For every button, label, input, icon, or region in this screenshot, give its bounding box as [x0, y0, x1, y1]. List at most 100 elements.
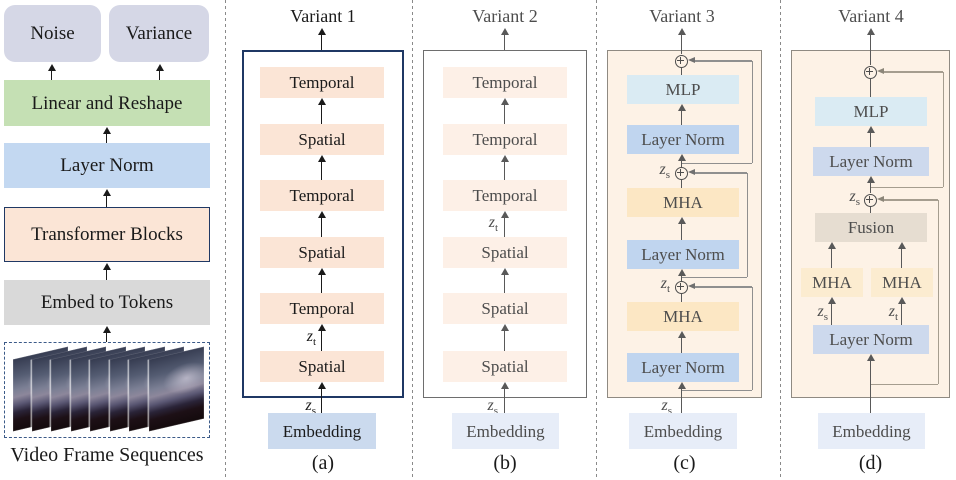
- variant4-title: Variant 4: [838, 6, 904, 26]
- residual-line: [681, 277, 747, 279]
- residual-line: [938, 200, 940, 384]
- dashed-separator: [780, 0, 782, 480]
- z-var: z: [849, 188, 856, 205]
- v2-block-spatial: Spatial: [443, 351, 567, 382]
- arrow-up-icon: [316, 381, 328, 413]
- z-var: z: [661, 397, 668, 414]
- plus-circle-icon: [674, 280, 688, 294]
- arrow-up-icon: [316, 27, 328, 50]
- z-sub: t: [894, 311, 898, 324]
- zt-label: zt: [276, 328, 316, 348]
- z-sub: s: [493, 405, 498, 418]
- zs-label: zs: [458, 397, 498, 417]
- arrow-up-icon: [826, 297, 838, 325]
- noise-block: Noise: [4, 5, 101, 62]
- residual-line: [747, 173, 749, 277]
- variance-block: Variance: [109, 5, 209, 62]
- z-var: z: [817, 303, 824, 320]
- arrow-up-icon: [101, 262, 113, 280]
- z-sub: t: [666, 283, 670, 296]
- v4-mha-temporal-block: MHA: [871, 268, 933, 297]
- residual-line: [681, 390, 752, 392]
- z-sub: s: [667, 405, 672, 418]
- v2-block-spatial: Spatial: [443, 293, 567, 324]
- arrow-up-icon: [46, 63, 58, 80]
- v4-fusion-block: Fusion: [815, 213, 927, 242]
- z-var: z: [659, 161, 666, 178]
- v1-block-spatial: Spatial: [260, 237, 384, 268]
- v4-embedding-block: Embedding: [818, 413, 925, 449]
- v1-block-temporal: Temporal: [260, 180, 384, 211]
- v3-mha-block: MHA: [627, 188, 739, 217]
- arrow-up-icon: [676, 331, 688, 353]
- arrow-up-icon: [896, 297, 908, 325]
- layer-norm-block-left: Layer Norm: [4, 143, 210, 188]
- arrow-left-icon: [877, 67, 943, 75]
- v2-caption: (b): [493, 452, 517, 474]
- arrow-up-icon: [865, 27, 877, 65]
- v1-block-temporal: Temporal: [260, 67, 384, 98]
- residual-line: [870, 384, 938, 386]
- arrow-up-icon: [101, 188, 113, 207]
- z-sub: t: [494, 222, 498, 235]
- zs-label: zs: [632, 397, 672, 417]
- v4-caption: (d): [858, 452, 883, 474]
- arrow-up-icon: [896, 242, 908, 268]
- zt-label: zt: [858, 303, 898, 323]
- plus-circle-icon: [863, 193, 877, 207]
- v1-embedding-block: Embedding: [268, 413, 376, 449]
- zs-label: zs: [630, 161, 670, 181]
- v3-embedding-block: Embedding: [629, 413, 737, 449]
- transformer-blocks-block: Transformer Blocks: [4, 207, 210, 262]
- arrow-left-icon: [877, 195, 938, 203]
- zs-label: zs: [788, 303, 828, 323]
- arrow-left-icon: [688, 56, 752, 64]
- arrow-up-icon: [499, 97, 511, 124]
- z-var: z: [487, 397, 494, 414]
- z-var: z: [488, 214, 495, 231]
- connector-line: [681, 180, 683, 188]
- arrow-up-icon: [826, 242, 838, 268]
- connector-line: [681, 294, 683, 302]
- z-sub: s: [665, 169, 670, 182]
- variant1-box: [242, 50, 404, 398]
- video-frames-box: [4, 342, 210, 438]
- zs-label: zs: [276, 397, 316, 417]
- arrow-up-icon: [316, 323, 328, 351]
- z-var: z: [888, 303, 895, 320]
- video-frame: [149, 346, 204, 432]
- arrow-up-icon: [499, 381, 511, 413]
- v2-embedding-block: Embedding: [452, 413, 559, 449]
- z-var: z: [306, 328, 313, 345]
- v2-block-temporal: Temporal: [443, 124, 567, 155]
- arrow-up-icon: [676, 103, 688, 125]
- arrow-up-icon: [154, 63, 166, 80]
- connector-line: [870, 79, 872, 97]
- linear-reshape-block: Linear and Reshape: [4, 80, 210, 126]
- connector-line: [870, 207, 872, 213]
- v3-layer-norm-block: Layer Norm: [627, 353, 739, 382]
- z-var: z: [305, 397, 312, 414]
- arrow-up-icon: [676, 27, 688, 54]
- variant3-title: Variant 3: [649, 6, 715, 26]
- v3-mha-block: MHA: [627, 302, 739, 331]
- arrow-up-icon: [865, 354, 877, 413]
- v2-block-temporal: Temporal: [443, 180, 567, 211]
- residual-line: [752, 287, 754, 390]
- zt-label: zt: [458, 214, 498, 234]
- dashed-separator: [596, 0, 598, 480]
- z-sub: t: [312, 336, 316, 349]
- residual-line: [681, 163, 752, 165]
- arrow-up-icon: [499, 323, 511, 351]
- left-panel-caption: Video Frame Sequences: [10, 444, 204, 466]
- z-sub: s: [855, 196, 860, 209]
- arrow-up-icon: [316, 97, 328, 124]
- arrow-up-icon: [499, 267, 511, 293]
- arrow-up-icon: [101, 325, 113, 342]
- arrow-up-icon: [676, 269, 688, 281]
- v3-layer-norm-block: Layer Norm: [627, 240, 739, 269]
- v2-block-temporal: Temporal: [443, 67, 567, 98]
- connector-line: [681, 68, 683, 75]
- v3-mlp-block: MLP: [627, 75, 739, 104]
- v3-caption: (c): [673, 452, 696, 474]
